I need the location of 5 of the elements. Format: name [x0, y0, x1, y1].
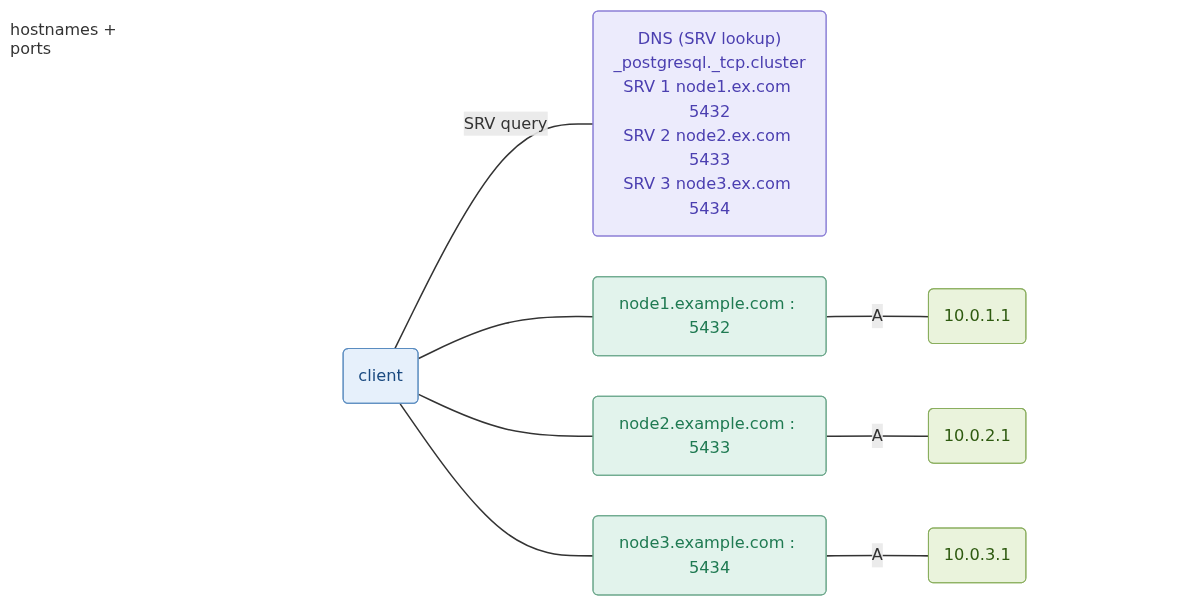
note-text: hostnames + ports [10, 20, 118, 58]
edge-label: A [871, 545, 883, 565]
edge-label: A [871, 306, 883, 326]
edge-label: SRV query [463, 113, 548, 133]
edge-label: A [871, 425, 883, 445]
